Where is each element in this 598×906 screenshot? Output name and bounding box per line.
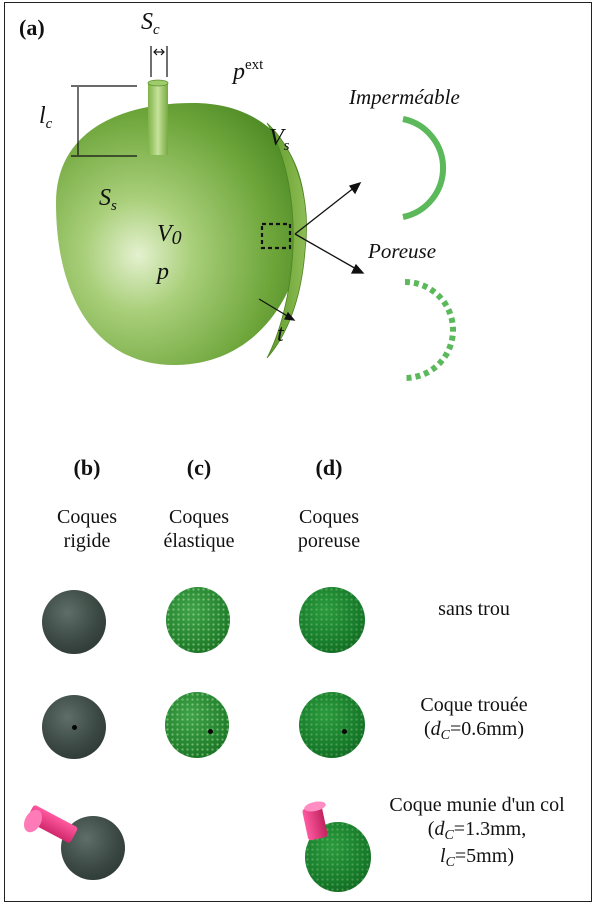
symbol-thickness: t bbox=[277, 321, 284, 347]
symbol-neck-length: lc bbox=[39, 103, 53, 132]
zoom-arrows bbox=[294, 181, 365, 274]
symbol-external-pressure: pext bbox=[233, 57, 264, 85]
elastic-shell-with-hole bbox=[165, 692, 229, 758]
symbol-inner-volume: V0 bbox=[157, 221, 182, 249]
neck-collar bbox=[147, 79, 169, 155]
neck-length-dimension bbox=[71, 85, 137, 157]
row-label-with-neck: Coque munie d'un col (dC=1.3mm, lC=5mm) bbox=[389, 794, 565, 870]
porous-shell-with-hole bbox=[299, 692, 365, 758]
symbol-shell-volume: Vs bbox=[269, 125, 290, 154]
label-impermeable: Imperméable bbox=[349, 85, 460, 109]
thickness-arrow bbox=[258, 298, 296, 321]
neck-width-dimension bbox=[150, 46, 168, 77]
impermeable-wall-arc bbox=[402, 116, 447, 220]
elastic-shell-no-hole bbox=[166, 587, 230, 653]
row-label-no-hole: sans trou bbox=[438, 598, 510, 620]
symbol-inner-pressure: p bbox=[157, 259, 169, 285]
porous-shell-no-hole bbox=[299, 587, 365, 653]
panel-label-a: (a) bbox=[19, 15, 45, 40]
panel-label-c: (c) bbox=[186, 455, 212, 480]
row-label-with-hole: Coque trouée (dC=0.6mm) bbox=[420, 694, 528, 743]
rigid-shell-with-hole bbox=[42, 695, 106, 759]
symbol-neck-section: Sc bbox=[141, 9, 160, 38]
panel-label-b: (b) bbox=[73, 455, 101, 480]
symbol-shell-surface: Ss bbox=[99, 185, 117, 214]
figure-frame: (a) bbox=[4, 2, 592, 902]
panel-label-d: (d) bbox=[315, 455, 343, 480]
zoom-region-marker bbox=[260, 222, 292, 250]
shell-schematic bbox=[56, 46, 456, 381]
sphere-body bbox=[56, 103, 307, 366]
label-porous: Poreuse bbox=[368, 239, 437, 263]
rigid-shell-no-hole bbox=[42, 590, 106, 654]
porous-wall-arc bbox=[404, 279, 456, 381]
